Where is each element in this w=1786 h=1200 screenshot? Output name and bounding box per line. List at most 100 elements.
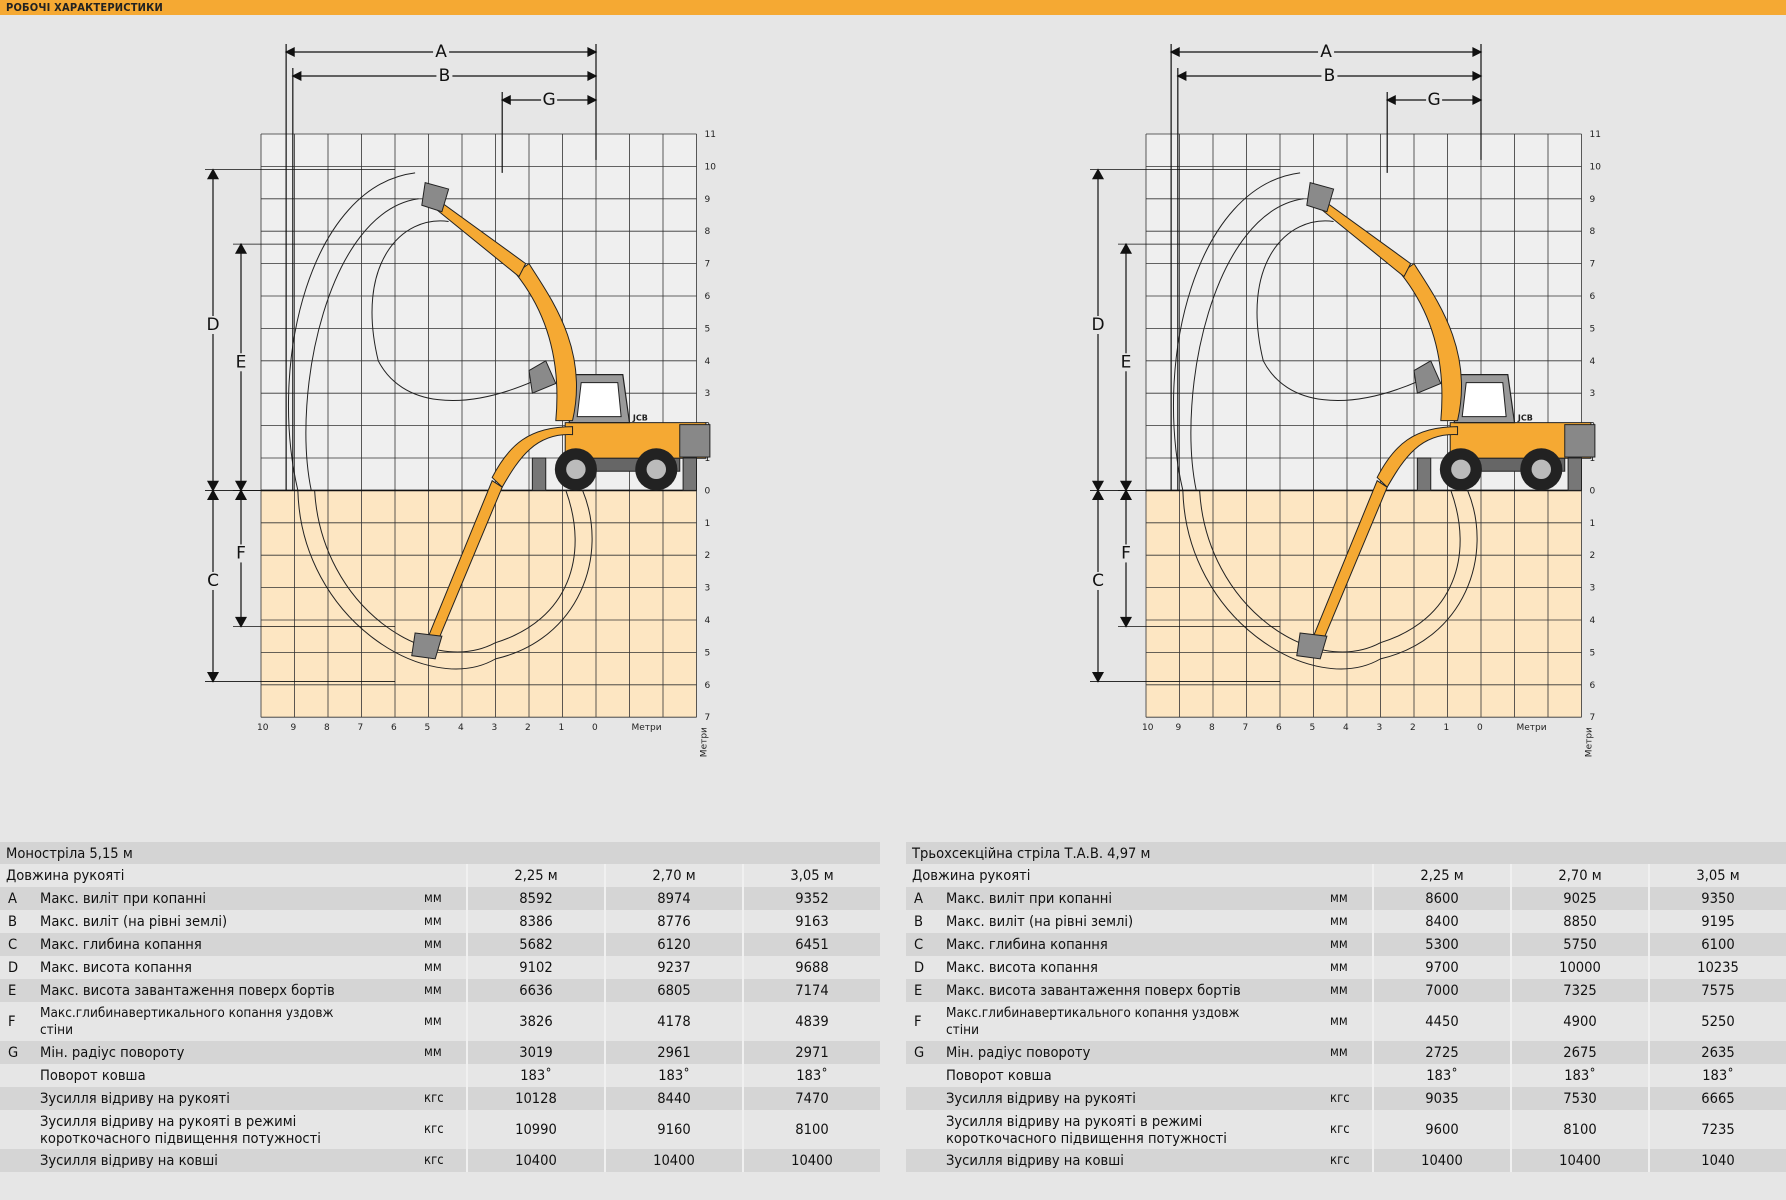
row-value: 5250 — [1648, 1002, 1786, 1041]
row-value: 8100 — [742, 1110, 880, 1149]
row-value: 10400 — [742, 1149, 880, 1172]
axis-tick-label: 7 — [705, 260, 711, 270]
outrigger — [531, 457, 547, 491]
axis-tick-label: 3 — [1590, 584, 1596, 594]
row-value: 6665 — [1648, 1087, 1786, 1110]
column-header: 2,70 м — [1510, 864, 1649, 887]
row-value: 5300 — [1372, 933, 1511, 956]
row-value: 9700 — [1372, 956, 1511, 979]
row-value: 2971 — [742, 1041, 880, 1064]
row-value: 4900 — [1510, 1002, 1649, 1041]
dimension-label-bg — [436, 67, 453, 85]
row-value: 7325 — [1510, 979, 1649, 1002]
dimension-label-a: A — [1320, 42, 1332, 62]
envelope-curve — [1262, 360, 1421, 401]
arrow — [1119, 242, 1133, 254]
arrow — [1119, 616, 1133, 628]
row-unit: мм — [424, 887, 467, 910]
row-unit: мм — [1330, 1041, 1373, 1064]
row-value: 183˚ — [742, 1064, 880, 1087]
row-value: 10400 — [604, 1149, 743, 1172]
arrow — [206, 168, 220, 180]
axis-tick-label: 9 — [291, 723, 297, 733]
axis-tick-label: 7 — [1590, 713, 1596, 723]
dimension-label-bg — [1118, 353, 1134, 372]
row-unit — [424, 1064, 467, 1087]
dimension-label-bg — [1321, 67, 1338, 85]
row-label: Макс. виліт (на рівні землі) — [34, 910, 424, 933]
grid — [1145, 133, 1582, 718]
axis-tick-label: 7 — [705, 713, 711, 723]
axis-tick-label: 6 — [1276, 723, 1282, 733]
column-header: 2,25 м — [466, 864, 605, 887]
row-label: Зусилля відриву на рукояті в режимі коро… — [34, 1110, 424, 1149]
row-label: Макс. висота завантаження поверх бортів — [940, 979, 1330, 1002]
arrow — [500, 95, 511, 105]
row-unit: мм — [424, 933, 467, 956]
column-header-label: Довжина рукояті — [906, 864, 1330, 887]
working-envelope — [1173, 172, 1478, 670]
row-value: 8776 — [604, 910, 743, 933]
axis-unit-label: Метри — [1585, 727, 1595, 757]
row-unit: кгс — [1330, 1110, 1373, 1149]
row-unit: мм — [424, 979, 467, 1002]
row-value: 2635 — [1648, 1041, 1786, 1064]
dimension-label-g: G — [543, 90, 556, 110]
column-header: 2,25 м — [1372, 864, 1511, 887]
row-value: 183˚ — [1648, 1064, 1786, 1087]
arrow — [1119, 489, 1133, 500]
row-unit: кгс — [424, 1087, 467, 1110]
axis-tick-label: 9 — [1176, 723, 1182, 733]
axis-tick-label: 6 — [391, 723, 397, 733]
column-header: 3,05 м — [742, 864, 880, 887]
working-envelope — [288, 172, 593, 670]
dimension-label-g: G — [1428, 90, 1441, 110]
row-value: 4450 — [1372, 1002, 1511, 1041]
axis-tick-label: 2 — [705, 551, 711, 561]
column-header: 2,70 м — [604, 864, 743, 887]
dimension-label-bg — [1090, 571, 1106, 590]
row-unit: мм — [1330, 933, 1373, 956]
axis-tick-label: 6 — [1590, 292, 1596, 302]
row-label: Макс. висота завантаження поверх бортів — [34, 979, 424, 1002]
axis-tick-label: 5 — [1310, 723, 1316, 733]
row-unit: мм — [1330, 979, 1373, 1002]
dimension-lines — [205, 44, 598, 683]
row-code: G — [906, 1041, 940, 1064]
row-value: 5682 — [466, 933, 605, 956]
axis-tick-label: 7 — [1243, 723, 1249, 733]
wheel-hub — [1451, 459, 1471, 480]
dimension-label-f: F — [1121, 543, 1131, 563]
arrow — [1385, 95, 1396, 105]
envelope-curve — [371, 220, 449, 361]
row-code: F — [906, 1002, 940, 1041]
arrow — [206, 489, 220, 500]
row-value: 10400 — [1510, 1149, 1649, 1172]
row-code: D — [0, 956, 34, 979]
row-value: 9195 — [1648, 910, 1786, 933]
row-label: Макс. висота копання — [940, 956, 1330, 979]
envelope-curve — [305, 198, 419, 491]
dimension-label-e: E — [236, 352, 247, 372]
row-label: Зусилля відриву на рукояті — [940, 1087, 1330, 1110]
row-code: B — [906, 910, 940, 933]
axis-tick-label: 1 — [705, 519, 711, 529]
row-code: C — [0, 933, 34, 956]
arrow — [234, 480, 248, 492]
bucket-mid — [528, 360, 557, 394]
row-value: 8850 — [1510, 910, 1649, 933]
row-value: 6100 — [1648, 933, 1786, 956]
row-label: Зусилля відриву на рукояті — [34, 1087, 424, 1110]
excavator: JCB — [411, 181, 711, 660]
outrigger — [682, 457, 698, 491]
bucket-low — [1296, 632, 1328, 660]
